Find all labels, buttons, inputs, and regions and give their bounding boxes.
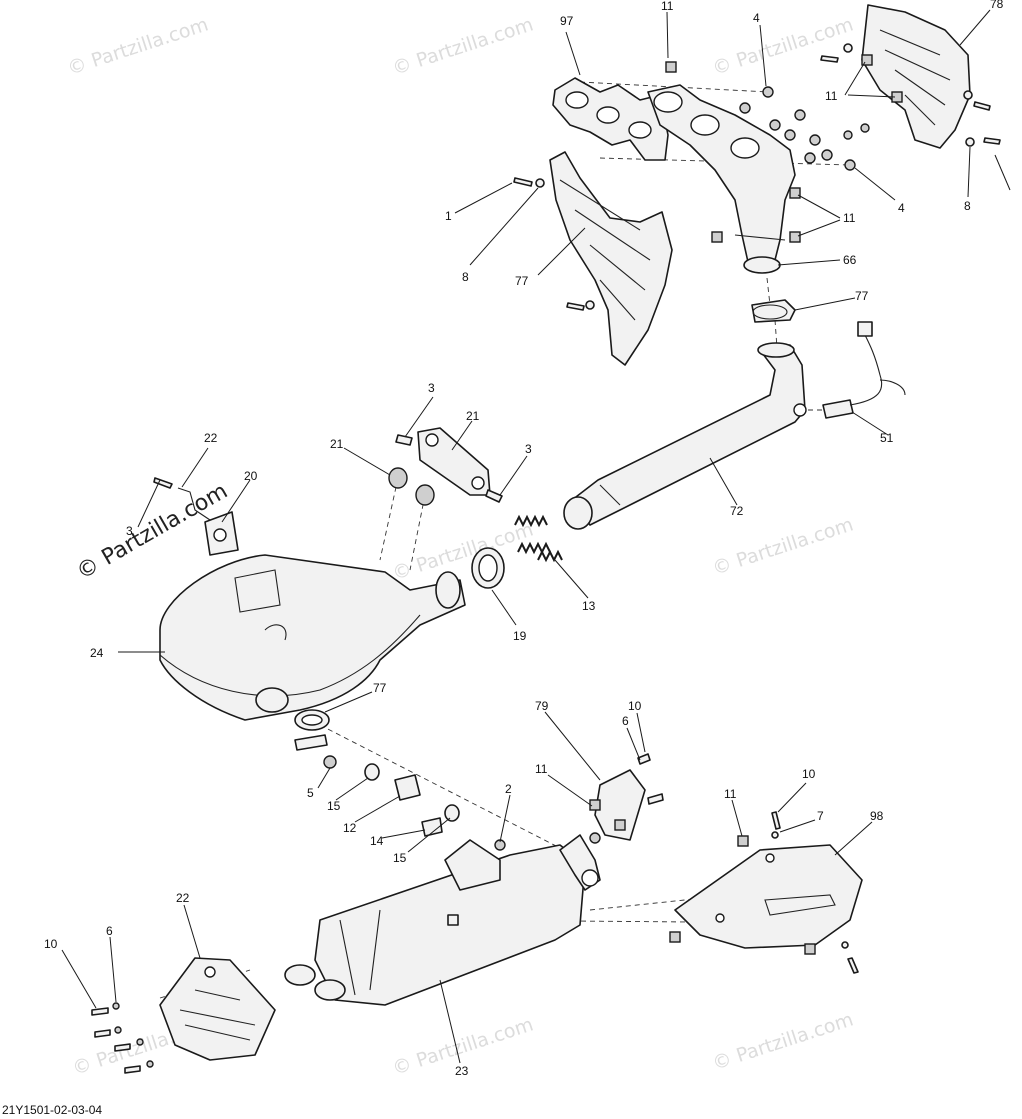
springs (514, 514, 563, 563)
callout-18: 20 (244, 469, 258, 483)
callout-72: 72 (730, 504, 744, 518)
callout-17: 19 (513, 629, 527, 643)
callout-11: 11 (843, 211, 856, 225)
callout-15: 15 (327, 799, 341, 813)
callout-66: 66 (843, 253, 857, 267)
callout-3: 3 (428, 381, 435, 395)
header-pipe (563, 342, 807, 530)
watermark: © Partzilla.com (65, 14, 211, 80)
leader-lines (61, 9, 1011, 1064)
callout-78: 77 (515, 274, 529, 288)
callout-21: 21 (330, 437, 344, 451)
callout-81: 79 (535, 699, 549, 713)
callout-19: 21 (466, 409, 480, 423)
callout-23: 23 (455, 1064, 469, 1078)
watermark: © Partzilla.com (710, 1009, 856, 1075)
callout-5: 5 (307, 786, 314, 800)
muffler-end-cap (91, 957, 276, 1074)
callout-20: 22 (204, 431, 218, 445)
diagram-code: 21Y1501-02-03-04 (2, 1103, 102, 1117)
heat-shield-upper-right (861, 4, 971, 149)
manifold-fasteners (513, 43, 1001, 311)
oxygen-sensor (822, 321, 906, 419)
callout-77: 77 (855, 289, 869, 303)
callout-14: 14 (370, 834, 384, 848)
exhaust-manifold (647, 84, 796, 274)
callout-10: 10 (44, 937, 58, 951)
callout-11: 11 (825, 89, 838, 103)
callout-4: 4 (898, 201, 905, 215)
watermark: © Partzilla.com (710, 14, 856, 80)
watermark: © Partzilla.com (710, 514, 856, 580)
heat-shield-rear (669, 811, 863, 974)
exhaust-gasket (552, 77, 669, 161)
callout-6: 7 (817, 809, 824, 823)
callout-1: 1 (445, 209, 452, 223)
clamp-upper (751, 299, 796, 323)
callout-98: 98 (870, 809, 884, 823)
clamp-lower (294, 709, 330, 751)
callout-8: 8 (964, 199, 971, 213)
callout-8: 8 (462, 270, 469, 284)
rear-muffler (284, 834, 601, 1006)
muffler-bracket (388, 427, 503, 506)
callout-11: 11 (535, 762, 548, 776)
callout-labels: 97 11 4 78 11 4 8 11 66 1 8 77 77 51 72 … (44, 0, 1004, 1078)
watermark: © Partzilla.com (390, 14, 536, 80)
callout-97: 97 (560, 14, 574, 28)
heat-shield-left (549, 151, 673, 366)
callout-10: 10 (628, 699, 642, 713)
callout-10: 10 (802, 767, 816, 781)
callout-6: 6 (622, 714, 629, 728)
callout-24: 24 (90, 646, 104, 660)
small-spacers (323, 755, 460, 837)
rear-bracket (589, 753, 664, 844)
gasket-ring (471, 547, 505, 589)
callout-15: 15 (393, 851, 407, 865)
callout-11: 11 (661, 0, 674, 13)
callout-51: 51 (880, 431, 894, 445)
callout-2: 2 (505, 782, 512, 796)
callout-77: 77 (373, 681, 387, 695)
callout-12: 12 (343, 821, 357, 835)
callout-7: 6 (106, 924, 113, 938)
callout-79: 78 (990, 0, 1004, 11)
callout-3: 3 (525, 442, 532, 456)
front-muffler (159, 554, 466, 721)
callout-3: 3 (126, 524, 133, 538)
callout-4: 4 (753, 11, 760, 25)
callout-22: 22 (176, 891, 190, 905)
watermark: © Partzilla.com (390, 519, 536, 585)
callout-11: 11 (724, 787, 737, 801)
hanger-rubber (153, 477, 239, 556)
callout-13: 13 (582, 599, 596, 613)
